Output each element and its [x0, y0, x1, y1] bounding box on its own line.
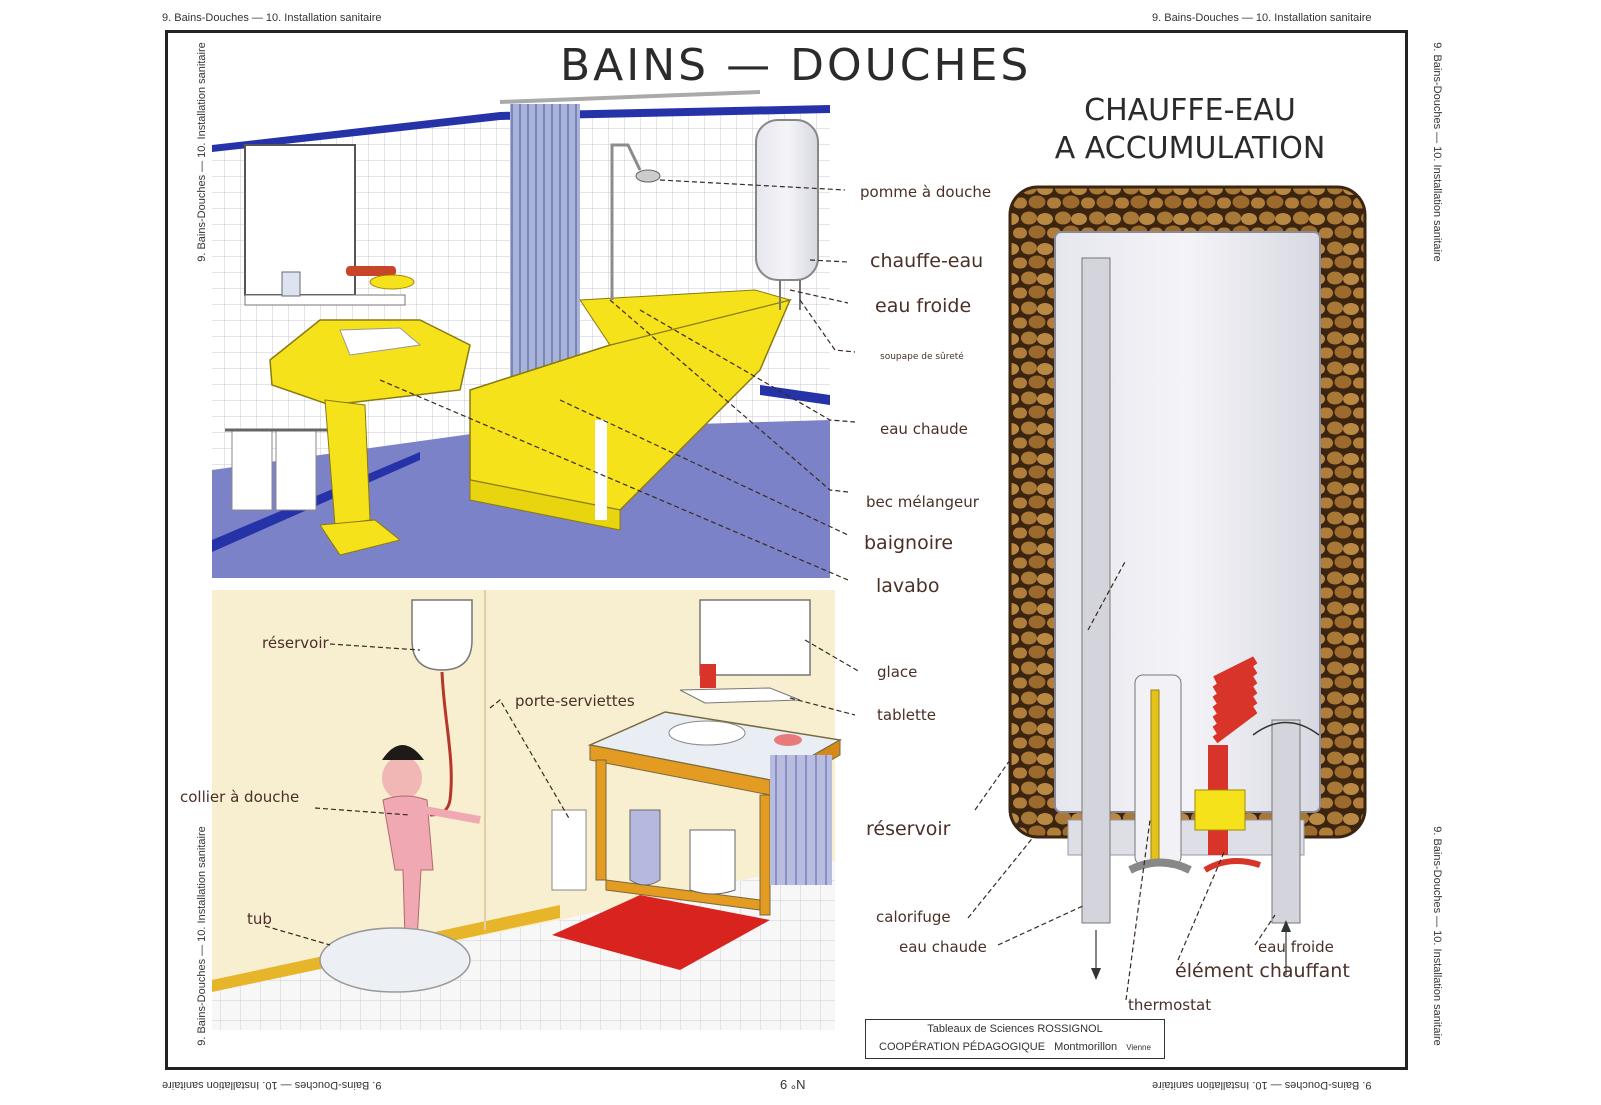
water-heater — [755, 119, 819, 281]
poster-title: BAINS — DOUCHES — [560, 40, 1032, 91]
label-eau-froide-heater: eau froide — [1258, 938, 1334, 956]
red-rug — [552, 895, 770, 970]
label-bec-melangeur: bec mélangeur — [866, 493, 979, 511]
towel-rack — [551, 809, 587, 891]
label-eau-chaude-heater: eau chaude — [899, 938, 987, 956]
label-tub: tub — [247, 910, 272, 928]
wall-mirror — [699, 599, 811, 676]
mirror — [244, 144, 356, 296]
heater-title-line2: A ACCUMULATION — [1054, 131, 1326, 166]
heater-cross-section — [1008, 185, 1367, 980]
label-collier-a-douche: collier à douche — [180, 788, 300, 806]
label-eau-froide-bathroom: eau froide — [875, 295, 972, 317]
credit-line2: COOPÉRATION PÉDAGOGIQUE — [879, 1041, 1046, 1053]
credit-line1: Tableaux de Sciences ROSSIGNOL — [927, 1023, 1103, 1035]
label-baignoire: baignoire — [864, 532, 954, 554]
publisher-credit: Tableaux de Sciences ROSSIGNOL COOPÉRATI… — [865, 1019, 1165, 1059]
heater-title: CHAUFFE-EAU A ACCUMULATION — [1040, 92, 1340, 168]
washbasin — [269, 319, 471, 406]
edge-caption-top-right: 9. Bains-Douches — 10. Installation sani… — [1152, 12, 1372, 24]
label-chauffe-eau: chauffe-eau — [870, 250, 984, 272]
storage-tank — [1054, 231, 1321, 813]
shower-curtain — [510, 104, 580, 394]
washstand-table — [587, 711, 843, 916]
label-eau-chaude-bathroom: eau chaude — [880, 420, 968, 438]
label-reservoir-heater: réservoir — [866, 818, 951, 840]
label-tablette: tablette — [877, 706, 936, 724]
heater-title-line1: CHAUFFE-EAU — [1084, 93, 1296, 128]
bathroom-scene — [212, 90, 830, 578]
heating-element — [1128, 656, 1261, 874]
label-thermostat: thermostat — [1128, 996, 1212, 1014]
label-pomme-a-douche: pomme à douche — [860, 183, 992, 201]
credit-place: Montmorillon — [1054, 1041, 1118, 1053]
label-element-chauffant: élément chauffant — [1175, 960, 1350, 982]
credit-region: Vienne — [1126, 1043, 1151, 1052]
credit-line2-group: COOPÉRATION PÉDAGOGIQUE Montmorillon Vie… — [866, 1038, 1164, 1057]
label-lavabo: lavabo — [876, 575, 940, 597]
label-reservoir-shower: réservoir — [262, 634, 329, 652]
shower-leaders — [264, 639, 861, 946]
shower-room-scene — [212, 590, 843, 1030]
poster-frame — [165, 30, 1408, 1070]
hot-water-pipe — [1081, 257, 1111, 924]
bathroom-leaders — [379, 179, 856, 581]
label-porte-serviettes: porte-serviettes — [515, 692, 635, 710]
tub — [319, 927, 471, 993]
cold-water-pipe — [1271, 719, 1301, 924]
label-soupape-de-surete: soupape de sûreté — [880, 352, 964, 362]
edge-caption-top-left: 9. Bains-Douches — 10. Installation sani… — [162, 12, 382, 24]
heater-leaders — [967, 559, 1276, 1001]
shower-reservoir — [411, 599, 473, 671]
label-glace: glace — [877, 663, 918, 681]
label-calorifuge: calorifuge — [876, 908, 951, 926]
